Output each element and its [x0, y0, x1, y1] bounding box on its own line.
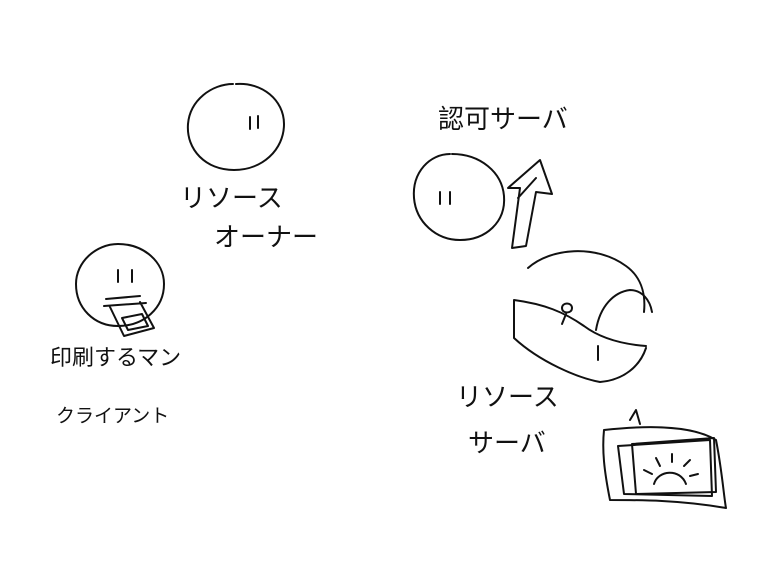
client-label-line2: クライアント — [56, 405, 169, 427]
auth-server-label: 認可サーバ — [438, 105, 568, 135]
server-box-top — [527, 250, 646, 313]
client-figure — [75, 243, 165, 337]
resource-owner-label-line1: リソース — [180, 184, 283, 214]
resource-server-figure — [513, 250, 653, 383]
user-figure — [412, 153, 506, 241]
photo-front-frame — [631, 437, 717, 495]
printer-paper-icon — [103, 295, 155, 337]
resource-owner-figure — [186, 82, 285, 171]
server-box-lid — [595, 289, 653, 331]
user-head — [412, 153, 506, 241]
sun-icon — [643, 453, 699, 485]
arrow-to-auth-server-icon — [507, 159, 553, 249]
photo-back-frame — [602, 426, 727, 509]
resource-owner-label-line2: オーナー — [214, 223, 318, 253]
resource-owner-head — [186, 82, 285, 171]
server-lock-icon — [561, 302, 573, 325]
resource-server-label-line1: リソース — [456, 383, 559, 413]
resource-server-label-line2: サーバ — [468, 429, 546, 459]
server-box-body — [513, 299, 647, 383]
client-head — [75, 243, 165, 327]
photo-middle-frame — [617, 439, 713, 497]
photo-tab — [629, 409, 641, 425]
photos-icon — [602, 409, 727, 509]
client-label-line1: 印刷するマン — [50, 346, 181, 371]
